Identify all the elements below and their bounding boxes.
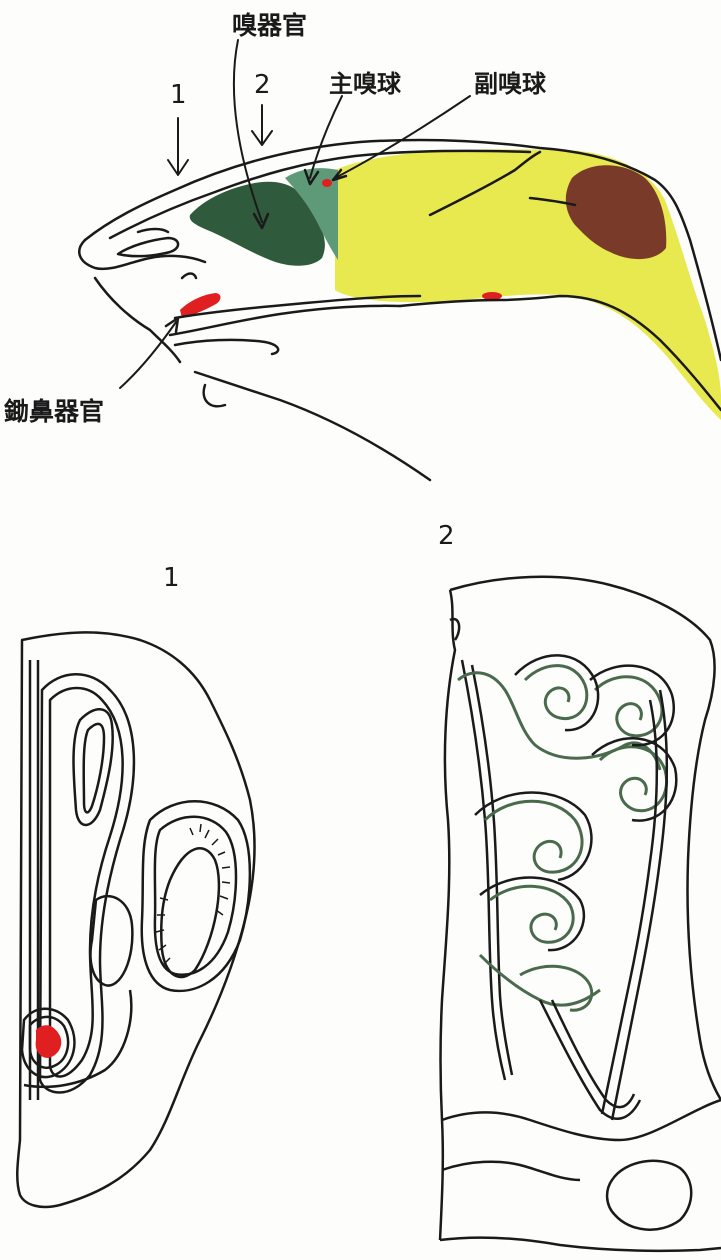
section1-outer-outline — [17, 632, 254, 1207]
lower-jaw-outline — [170, 306, 400, 335]
section1-vno-red — [36, 1025, 62, 1058]
section2-left-outline — [440, 590, 455, 1240]
cross-section-1 — [17, 632, 254, 1207]
olfactory-organ-label: 嗅器官 — [232, 6, 307, 42]
cross-section-2 — [440, 577, 721, 1251]
section2-tooth — [607, 1161, 691, 1230]
section-1-title: 1 — [163, 563, 180, 593]
section-arrow-2 — [252, 105, 272, 145]
section1-upper-turbinate-inner — [84, 724, 104, 813]
mouth-outline — [175, 340, 278, 354]
section-arrow-1 — [168, 118, 188, 175]
accessory-olfactory-bulb-label: 副嗅球 — [474, 64, 546, 99]
nostril-outline — [118, 238, 178, 256]
neck-outline — [204, 385, 225, 406]
section2-scroll-outline-e — [480, 878, 584, 951]
section2-lower-jaw — [440, 1238, 721, 1251]
section2-right-wall — [612, 690, 667, 1120]
section2-palate — [442, 1162, 580, 1180]
vomeronasal-arrowhead — [166, 318, 178, 332]
turbinate-scroll-4 — [485, 801, 582, 872]
main-bulb-leader — [310, 96, 342, 178]
section1-right-sinus-inner — [155, 817, 236, 975]
nasal-passage-line — [138, 229, 168, 232]
section2-outer-outline — [450, 577, 721, 1100]
accessory-olfactory-bulb-spot — [322, 179, 332, 187]
section-2-title: 2 — [438, 521, 455, 551]
vomeronasal-organ-label: 鋤鼻器官 — [4, 392, 104, 428]
throat-outline — [195, 372, 430, 480]
turbinate-scroll-1 — [525, 666, 587, 719]
main-olfactory-bulb-label: 主嗅球 — [329, 64, 401, 99]
section2-right-wall-inner — [602, 700, 657, 1114]
section-arrow-1-number: 1 — [170, 80, 187, 110]
jaw-outline — [95, 278, 180, 362]
brain-region — [335, 149, 721, 420]
turbinate-scroll-5 — [490, 886, 573, 942]
eye-socket-detail — [182, 274, 196, 279]
section-arrow-2-number: 2 — [254, 70, 271, 100]
vomeronasal-leader — [120, 322, 176, 388]
section2-floor — [442, 1100, 721, 1140]
section1-maxillary-lumen — [161, 848, 219, 977]
section1-middle-turbinate — [91, 896, 133, 985]
